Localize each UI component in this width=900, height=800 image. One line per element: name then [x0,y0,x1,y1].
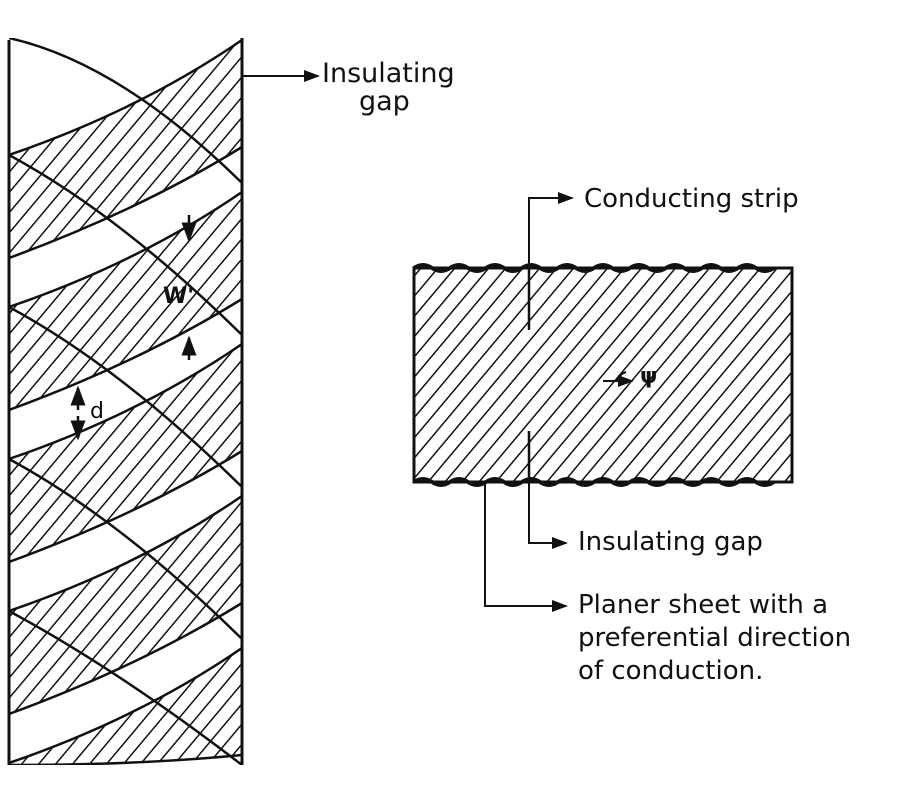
conducting-bands [9,38,242,765]
spacing-dimension: d [70,385,104,441]
conducting-band [9,342,242,564]
conducting-band [9,646,242,765]
conducting-band [9,38,242,260]
conducting-strip-label: Conducting strip [584,184,799,214]
conducting-band [9,190,242,412]
back-helix-lines [9,38,242,765]
width-dimension-label: W' [163,284,194,309]
hatched-sheet [412,266,794,484]
helical-cylinder [9,38,242,765]
insulating-gap-label-line2: gap [359,86,410,117]
planar-sheet-label-line1: Planer sheet with a [578,590,828,620]
angle-arc [616,371,627,382]
planar-sheet-label-line3: of conduction. [578,656,763,686]
back-helix-line [9,153,242,336]
conducting-band [9,494,242,716]
insulating-gap-label-line1: Insulating [322,58,455,89]
back-helix-line [9,457,242,640]
wavy-bottom-edge [412,477,776,487]
back-helix-line [9,305,242,488]
right-insulating-gap-label: Insulating gap [578,527,763,557]
conducting-strip-leader-arrow [528,192,574,268]
spacing-dimension-label: d [90,399,104,424]
back-helix-line [9,609,242,765]
angle-psi-label: ψ [640,364,657,389]
wavy-top-edge [412,263,776,273]
planar-sheet: ψ [412,263,794,487]
planar-sheet-label-line2: preferential direction [578,623,851,653]
right-insulating-gap-leader-arrow [528,482,568,549]
planar-sheet-leader-arrow [484,482,568,612]
back-helix-line [9,38,242,184]
width-dimension: W' [163,215,197,360]
